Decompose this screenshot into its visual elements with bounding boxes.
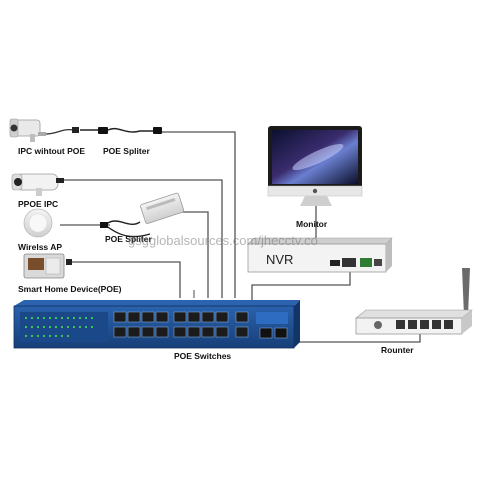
apple-logo-icon	[313, 189, 317, 193]
splitter-icon	[80, 127, 162, 134]
monitor-icon	[268, 126, 362, 206]
camera-icon	[10, 119, 79, 142]
label-poe-switches: POE Switches	[174, 351, 231, 361]
label-smart-home: Smart Home Device(POE)	[18, 284, 121, 294]
dome-camera-icon	[12, 174, 64, 196]
cable-nvr-switch	[252, 272, 350, 300]
switch-icon	[14, 300, 300, 348]
router-icon	[356, 268, 472, 334]
label-monitor: Monitor	[296, 219, 327, 229]
label-router: Rounter	[381, 345, 414, 355]
label-ppoe-ipc: PPOE IPC	[18, 199, 58, 209]
label-poe-spliter-top: POE Spliter	[103, 146, 150, 156]
watermark: gsgglobalsources.com/jhecctv.co	[128, 233, 318, 248]
label-ipc-without-poe: IPC wihtout POE	[18, 146, 85, 156]
intercom-icon	[24, 254, 72, 278]
access-point-icon	[24, 209, 52, 237]
label-wireless-ap: Wirelss AP	[18, 242, 62, 252]
splitter-icon	[100, 193, 184, 237]
label-nvr: NVR	[266, 252, 293, 267]
